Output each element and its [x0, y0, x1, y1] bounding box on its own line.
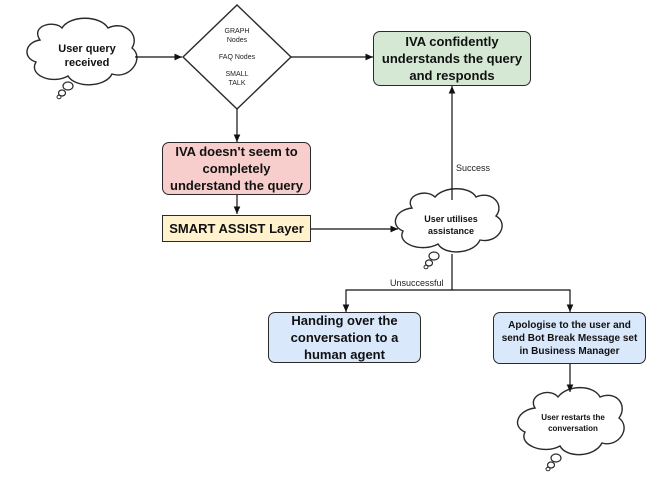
- user-restarts-label: User restarts the conversation: [541, 413, 605, 433]
- user-restarts-cloud: [516, 386, 625, 472]
- decision-faq-nodes: FAQ Nodes: [218, 54, 256, 61]
- iva-confident-box: IVA confidently understands the query an…: [373, 31, 531, 86]
- user-query-label: User query received: [58, 43, 116, 69]
- user-assistance-cloud: [394, 188, 503, 270]
- edge-assistance-split: [342, 254, 453, 312]
- apologise-box: Apologise to the user and send Bot Break…: [493, 312, 646, 364]
- edge-assistance-to-apologise: [452, 289, 574, 312]
- handover-box: Handing over the conversation to a human…: [268, 312, 421, 363]
- user-assistance-label: User utilises assistance: [424, 214, 478, 236]
- decision-graph-nodes: GRAPH Nodes: [224, 28, 250, 44]
- smart-assist-box: SMART ASSIST Layer: [162, 215, 311, 242]
- edges: [135, 53, 574, 392]
- edge-label-success: Success: [454, 163, 493, 173]
- iva-not-understand-box: IVA doesn't seem to completely understan…: [162, 142, 311, 195]
- user-query-cloud: [26, 17, 138, 100]
- decision-small-talk: SMALL TALK: [225, 71, 249, 87]
- edge-label-unsuccessful: Unsuccessful: [388, 278, 446, 288]
- cloud-tail-bubble: [62, 81, 74, 91]
